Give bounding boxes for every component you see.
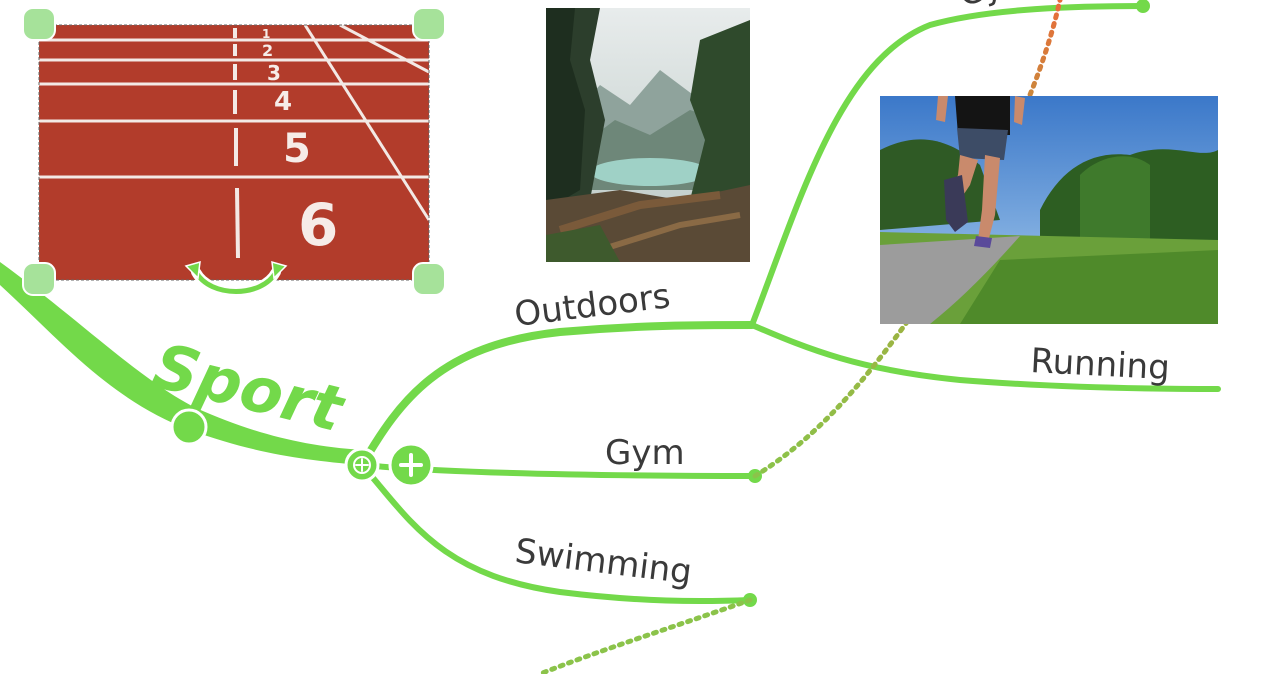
cycling-branch-line[interactable] [749,3,1146,328]
lane-number: 4 [274,87,292,117]
lane-number: 5 [283,126,311,172]
running-track-image[interactable]: 1 2 3 4 5 6 [22,7,446,297]
move-handle[interactable] [344,447,380,483]
runner-on-path-image[interactable] [880,96,1218,324]
resize-handle-top-left[interactable] [22,7,56,41]
swimming-branch-line[interactable] [359,462,753,605]
resize-handle-bottom-left[interactable] [22,262,56,296]
topic-label-swimming[interactable]: Swimming [513,531,694,592]
cycling-end-node[interactable] [1136,0,1150,13]
resize-handle-top-right[interactable] [412,7,446,41]
move-icon [353,456,371,474]
rotate-arrows-icon[interactable] [184,260,288,297]
lane-number: 6 [298,191,338,259]
running-branch-line[interactable] [749,322,1221,392]
lane-number: 2 [262,41,273,60]
topic-label-running[interactable]: Running [1030,341,1171,388]
add-topic-button[interactable] [388,442,434,488]
lane-number: 3 [267,61,281,85]
central-topic-node[interactable] [170,408,208,446]
outdoors-branch-line[interactable] [358,321,756,469]
plus-icon [399,453,423,477]
image-selection-frame [38,24,430,281]
lane-number: 1 [262,27,270,41]
mountain-lake-image[interactable] [546,8,750,262]
relationship-swimming-to-offscreen[interactable] [537,597,753,674]
resize-handle-bottom-right[interactable] [412,262,446,296]
topic-label-gym[interactable]: Gym [605,433,685,473]
